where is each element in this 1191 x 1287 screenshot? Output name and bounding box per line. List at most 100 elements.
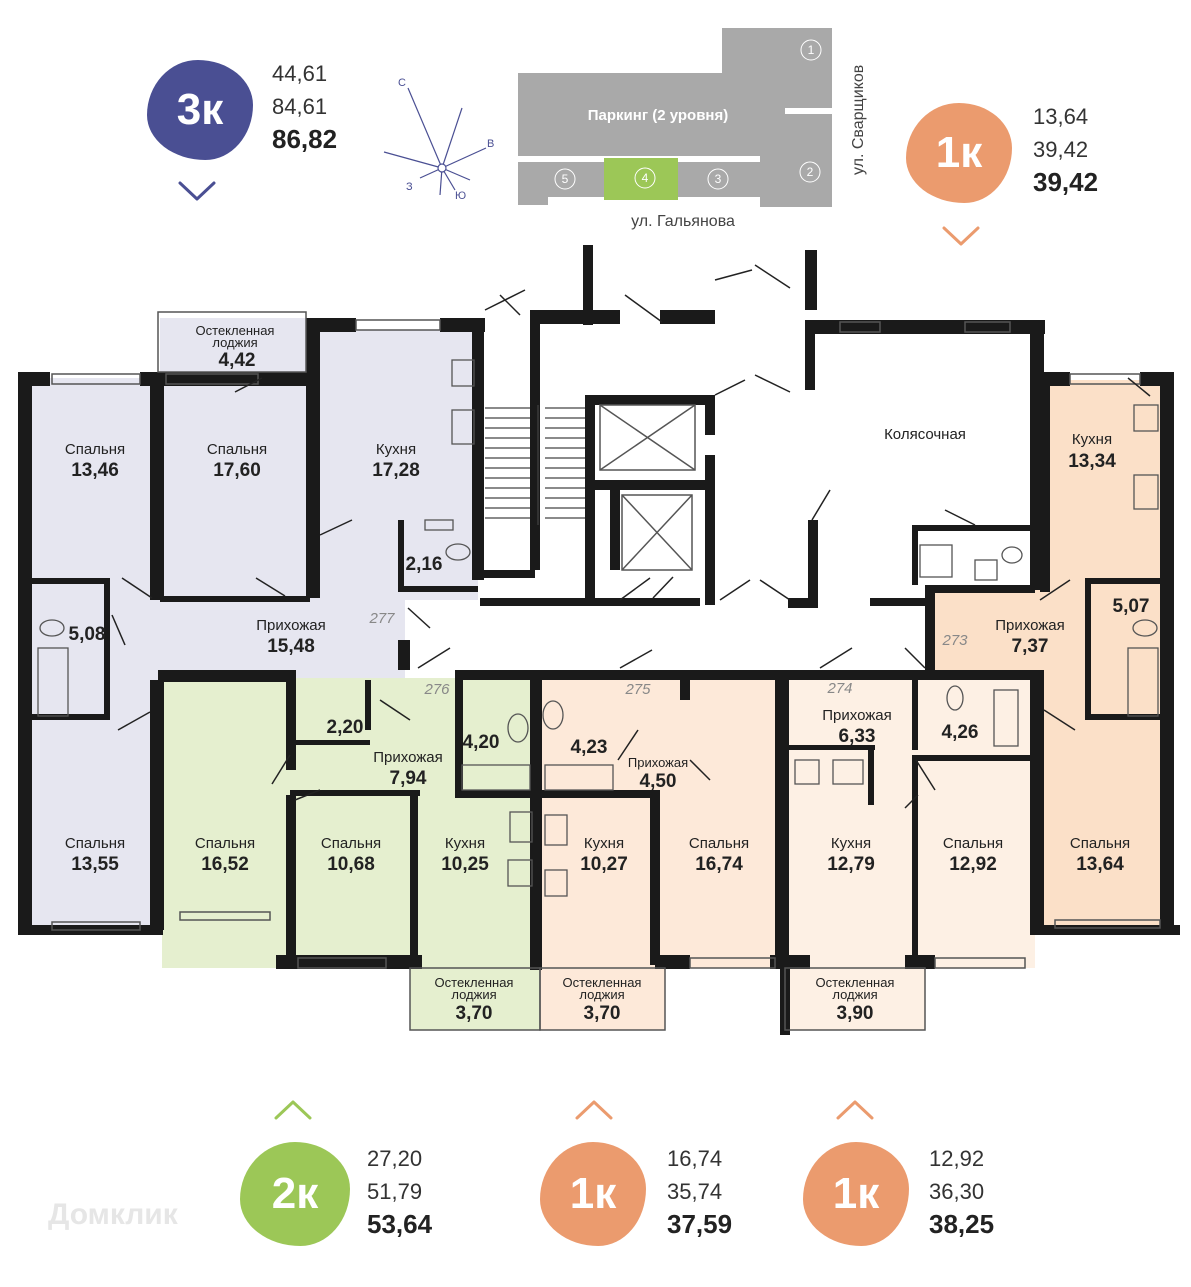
stats-1k-mid: 16,74 35,74 37,59 <box>667 1142 732 1241</box>
loggia-top-label2: лоджия <box>212 335 257 350</box>
chevron-up-icon-2k <box>274 1100 312 1120</box>
bath-508-area: 5,08 <box>69 624 106 645</box>
site-section-3: 3 <box>715 172 722 186</box>
kitchen-r-name: Кухня <box>1072 431 1112 448</box>
hall-274-name: Прихожая <box>822 707 892 724</box>
stats-1k-mid-living: 16,74 <box>667 1146 723 1171</box>
loggia-275-label2: лоджия <box>579 987 624 1002</box>
bed-r-name: Спальня <box>1070 835 1130 852</box>
loggia-top-label1: Остекленная <box>196 323 275 338</box>
site-section-4-highlight <box>604 158 678 200</box>
apt-277-number: 277 <box>368 610 395 627</box>
compass-s: Ю <box>455 190 466 202</box>
chevron-down-icon <box>178 181 216 201</box>
bed-2k-b-name: Спальня <box>321 835 381 852</box>
hall-3k-area: 15,48 <box>267 636 315 657</box>
chevron-down-icon-right <box>942 226 980 246</box>
kitchen-2k-name: Кухня <box>445 835 485 852</box>
loggia-275-label1: Остекленная <box>563 975 642 990</box>
bath-423-area: 4,23 <box>571 737 608 758</box>
compass-rose: С В Ю З <box>383 77 494 202</box>
stats-3k-living: 44,61 <box>272 61 328 86</box>
hall-274-area: 6,33 <box>839 726 876 747</box>
compass-w: З <box>406 181 413 193</box>
stats-1k-bot: 12,92 36,30 38,25 <box>929 1142 994 1241</box>
stats-2k: 27,20 51,79 53,64 <box>367 1142 432 1241</box>
apt-275-number: 275 <box>624 681 651 698</box>
loggia-2k-label2: лоджия <box>451 987 496 1002</box>
windows <box>51 311 1161 1031</box>
street-right-label: ул. Сварщиков <box>850 65 867 175</box>
street-bottom-label: ул. Гальянова <box>631 213 735 230</box>
wc-220-area: 2,20 <box>327 717 364 738</box>
parking-label: Паркинг (2 уровня) <box>588 107 729 124</box>
stats-2k-useful: 51,79 <box>367 1179 423 1204</box>
badge-1k-right[interactable]: 1к <box>906 103 1012 203</box>
doors <box>111 264 1151 809</box>
loggia-2k-area: 3,70 <box>456 1003 493 1024</box>
chevron-up-icon-bot <box>836 1100 874 1120</box>
compass-n: С <box>398 77 406 89</box>
compass-e: В <box>487 138 494 150</box>
apt-274-fill <box>785 678 1035 1030</box>
chevron-up-icon-mid <box>575 1100 613 1120</box>
loggia-2k-label1: Остекленная <box>435 975 514 990</box>
bed-2k-a-area: 16,52 <box>201 854 249 875</box>
badge-1k-mid-label: 1к <box>569 1169 617 1218</box>
hall-r-area: 7,37 <box>1012 636 1049 657</box>
room-labels: Остекленная лоджия 4,42 Спальня 13,46 Сп… <box>65 323 1150 1024</box>
stats-1k-bot-total: 38,25 <box>929 1209 995 1239</box>
hall-r-name: Прихожая <box>995 617 1065 634</box>
stroller-room-name: Колясочная <box>884 426 966 443</box>
stats-1k-bot-useful: 36,30 <box>929 1179 985 1204</box>
badge-3k-label: 3к <box>176 85 224 134</box>
stats-3k-total: 86,82 <box>272 124 338 154</box>
kitchen-3k-area: 17,28 <box>372 460 420 481</box>
badge-1k-bot[interactable]: 1к <box>803 1142 909 1246</box>
wc-216-area: 2,16 <box>406 554 443 575</box>
stats-2k-total: 53,64 <box>367 1209 433 1239</box>
stairs <box>485 405 585 525</box>
hall-2k-area: 7,94 <box>390 768 427 789</box>
apt-274-number: 274 <box>826 680 852 697</box>
stats-1k-right-useful: 39,42 <box>1033 137 1089 162</box>
kitchen-275-area: 10,27 <box>580 854 628 875</box>
loggia-top-area: 4,42 <box>219 350 256 371</box>
apt-276-number: 276 <box>423 681 450 698</box>
bed-b-name: Спальня <box>207 441 267 458</box>
apt-1k-right-fill <box>935 380 1165 925</box>
stats-1k-mid-total: 37,59 <box>667 1209 733 1239</box>
walls <box>18 245 1180 1035</box>
bed-a-area: 13,46 <box>71 460 119 481</box>
site-section-4: 4 <box>642 171 649 185</box>
badge-3k[interactable]: 3к <box>147 60 253 160</box>
stats-1k-bot-living: 12,92 <box>929 1146 985 1171</box>
stats-3k: 44,61 84,61 86,82 <box>272 57 337 156</box>
kitchen-275-name: Кухня <box>584 835 624 852</box>
site-section-2: 2 <box>807 165 814 179</box>
stats-1k-right-total: 39,42 <box>1033 167 1099 197</box>
hall-275-area: 4,50 <box>640 771 677 792</box>
hall-275-name: Прихожая <box>628 755 688 770</box>
kitchen-274-name: Кухня <box>831 835 871 852</box>
site-section-1: 1 <box>808 43 815 57</box>
bed-275-area: 16,74 <box>695 854 743 875</box>
watermark: Домклик <box>48 1198 178 1231</box>
stats-1k-right-living: 13,64 <box>1033 104 1089 129</box>
site-plan: Паркинг (2 уровня) 1 2 3 4 5 ул. Гальяно… <box>518 28 867 230</box>
stats-1k-right: 13,64 39,42 39,42 <box>1033 100 1098 199</box>
hall-2k-name: Прихожая <box>373 749 443 766</box>
bed-c-area: 13,55 <box>71 854 119 875</box>
loggia-275-area: 3,70 <box>584 1003 621 1024</box>
kitchen-3k-name: Кухня <box>376 441 416 458</box>
badge-1k-mid[interactable]: 1к <box>540 1142 646 1246</box>
bed-274-area: 12,92 <box>949 854 997 875</box>
bed-c-name: Спальня <box>65 835 125 852</box>
badge-2k[interactable]: 2к <box>240 1142 350 1246</box>
badge-1k-right-label: 1к <box>935 128 983 177</box>
bed-b-area: 17,60 <box>213 460 261 481</box>
stats-3k-useful: 84,61 <box>272 94 328 119</box>
bed-275-name: Спальня <box>689 835 749 852</box>
apt-273-number: 273 <box>941 632 968 649</box>
loggia-274-label1: Остекленная <box>816 975 895 990</box>
